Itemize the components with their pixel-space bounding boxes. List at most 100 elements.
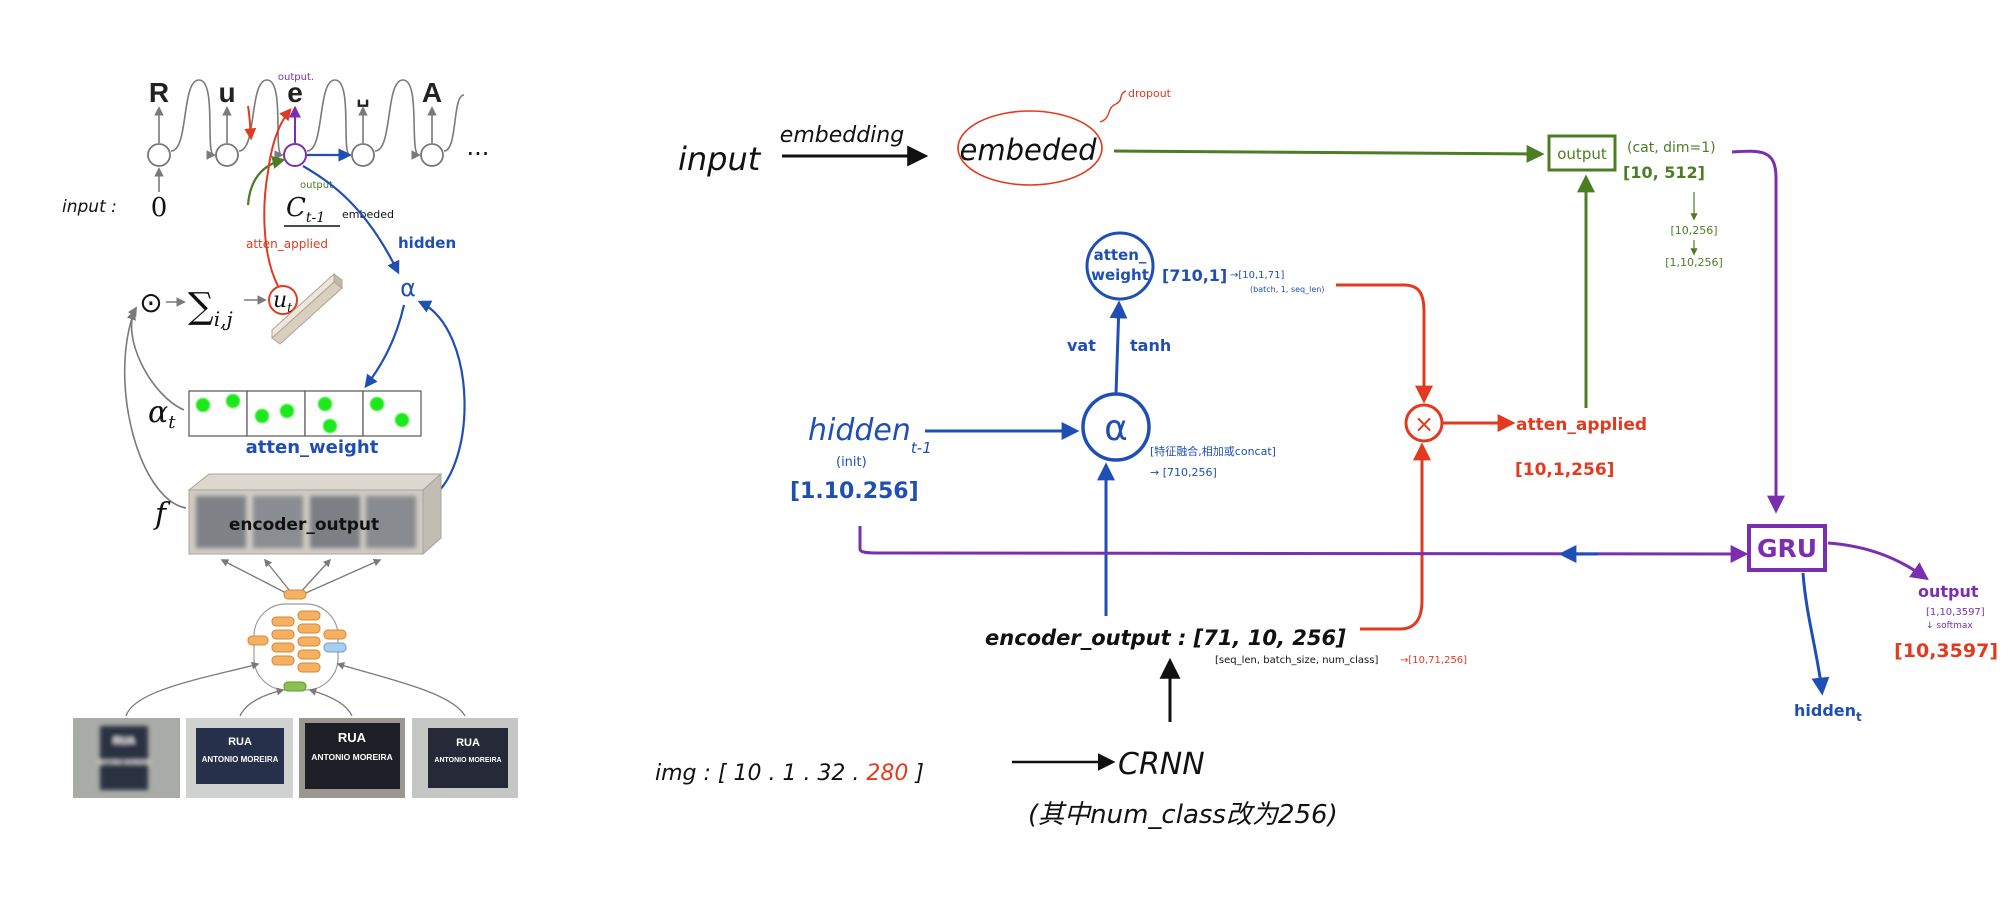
attention-dot (370, 397, 384, 411)
softmax-label: ↓ softmax (1926, 621, 1973, 631)
red-atten-applied-connector (263, 108, 292, 287)
loop-1-2 (170, 79, 216, 160)
sign-plate (428, 728, 508, 788)
feature-fusion-shape: → [710,256] (1150, 466, 1217, 479)
output-letter-e: e (287, 77, 303, 108)
context-subscript: t-1 (306, 210, 325, 226)
encoder-feature-box (187, 472, 443, 556)
sign-line-2: ANTONIO MOREIRA (311, 752, 393, 762)
encoder-box-top (187, 473, 443, 491)
decoder-node-1 (147, 143, 171, 167)
recurrent-loops (170, 79, 465, 160)
right-panel: input embedding embeded dropout output (… (655, 87, 1998, 830)
sum-label: ∑i,j (188, 286, 233, 331)
network-arrow (220, 559, 293, 597)
left-hidden-label: hidden (398, 234, 456, 252)
output-letter-r: R (149, 77, 169, 108)
sign-line-2: ANTONIO MOREIRA (98, 760, 151, 766)
image-arrow (239, 687, 285, 717)
concat-shape: [10, 512] (1623, 163, 1705, 182)
blue-alpha-to-weights (364, 304, 406, 389)
decoder-node-3 (283, 143, 307, 167)
network-arrow (298, 558, 382, 597)
embedding-label: embedding (780, 123, 904, 148)
concat-output-label: output (1557, 145, 1607, 163)
vat-label: vat (1067, 336, 1096, 355)
left-input-zero: 0 (151, 193, 168, 223)
loop-4-5 (374, 79, 421, 160)
gru-to-hidden-arrow (1801, 572, 1830, 696)
gru-to-output-arrow (1827, 541, 1929, 581)
network-block (297, 610, 321, 621)
sign-line-1: RUA (456, 737, 480, 749)
left-embeded-label: embeded (342, 208, 394, 221)
concat-reshape-2: [1,10,256] (1665, 256, 1723, 269)
gru-box (1747, 524, 1827, 572)
attention-dot (196, 398, 210, 412)
u-t-label: ut (273, 288, 293, 316)
output-top-label: output. (278, 72, 314, 83)
img-shape-prefix: img : [ 10 . 1 . 32 . (655, 761, 866, 786)
input-image-2: RUA ANTONIO MOREIRA (186, 718, 293, 798)
attention-dot (318, 397, 332, 411)
attention-weight-cell-4 (362, 390, 422, 437)
context-bar (271, 272, 343, 345)
crnn-label: CRNN (1118, 747, 1205, 782)
concat-reshape-1: [10,256] (1670, 224, 1717, 237)
purple-output-to-gru (1731, 149, 1785, 514)
left-panel: R u e ␣ A ··· output. (62, 72, 518, 798)
alpha-node (1081, 392, 1151, 462)
purple-hidden-to-gru (858, 526, 1749, 563)
network-block-green (283, 681, 307, 692)
sign-plate (100, 726, 148, 790)
embeded-label: embeded (960, 133, 1098, 167)
network-block (323, 629, 347, 640)
alpha-to-atten-weight-arrow (1109, 300, 1128, 395)
image-arrow (308, 687, 353, 717)
left-output-green-label: output (300, 180, 333, 191)
odot-symbol: ⊙ (139, 286, 162, 319)
output-letter-space: ␣ (357, 85, 370, 107)
crnn-note: (其中num_class改为256) (1028, 800, 1338, 830)
sign-line-1: RUA (113, 736, 135, 747)
gru-output-label: output (1918, 582, 1979, 601)
hidden-shape: [1.10.256] (790, 479, 919, 504)
atten-weight-shape: [710,1] (1162, 266, 1227, 285)
sequence-ellipsis: ··· (467, 140, 490, 168)
decoder-node-5 (420, 143, 444, 167)
hidden-t-subscript: t (1856, 710, 1862, 724)
decoder-node-4 (351, 143, 375, 167)
context-bar-side (333, 273, 343, 289)
sign-line-1: RUA (338, 730, 367, 745)
tanh-label: tanh (1130, 336, 1171, 355)
atten-weight-node (1085, 231, 1155, 301)
attention-dot (226, 394, 240, 408)
atten-weight-reshaped: →[10,1,71] (1230, 270, 1284, 281)
feature-patch (196, 496, 246, 548)
dropout-label: dropout (1128, 87, 1172, 100)
sign-line-1: RUA (228, 736, 252, 748)
u-subscript: t (287, 301, 293, 316)
network-block (247, 635, 269, 646)
red-weight-to-multiply (1336, 283, 1433, 404)
network-block (283, 589, 307, 600)
f-label: f (153, 497, 171, 532)
hidden-init-label: (init) (836, 455, 867, 470)
hidden-t-label: hiddent (1794, 701, 1862, 724)
network-block (297, 623, 321, 634)
loop-5-next (443, 94, 465, 152)
decoder-output-arrows (154, 105, 437, 192)
street-sign: RUA ANTONIO MOREIRA (98, 726, 151, 790)
image-arrow (125, 661, 260, 717)
attention-dot (323, 419, 337, 433)
atten-applied-shape: [10,1,256] (1515, 460, 1614, 480)
sign-line-2: ANTONIO MOREIRA (434, 757, 501, 764)
multiply-node (1404, 403, 1444, 443)
red-encoder-to-multiply (1360, 442, 1431, 631)
decoder-nodes (147, 143, 444, 167)
sign-plate (196, 728, 284, 784)
multiply-symbol: × (1414, 410, 1434, 438)
left-encoder-output-label: encoder_output (229, 515, 379, 535)
concat-output-box (1547, 134, 1617, 172)
attention-weight-row (188, 390, 422, 437)
